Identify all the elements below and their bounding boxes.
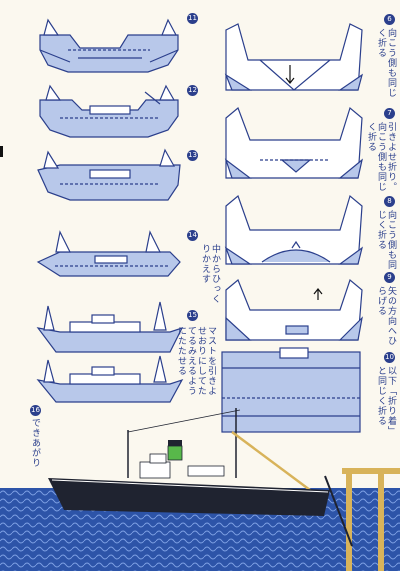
step-14-instruction: 中からひっくりかえす [200, 244, 220, 304]
step-13-diagram [37, 148, 181, 201]
step-7-diagram [224, 106, 363, 179]
ship-hull [48, 478, 330, 516]
ship-illustration [48, 408, 330, 516]
step-14-diagram [36, 230, 181, 277]
step-8-instruction: 向こう側も同じく折る [376, 210, 396, 270]
step-number-16: 16 [30, 405, 41, 416]
step-number-12: 12 [187, 85, 198, 96]
step-9-instruction: 矢の方向へひらげる [376, 286, 396, 346]
step-number-15: 15 [187, 310, 198, 321]
step-16-instruction: できあがり [30, 418, 40, 468]
step-number-8: 8 [384, 196, 395, 207]
step-number-9: 9 [384, 272, 395, 283]
step-10-instruction: 以下「折り着」と同じく折る [376, 366, 396, 436]
step-number-14: 14 [187, 230, 198, 241]
step-10-diagram [221, 347, 361, 433]
step-6-diagram [224, 23, 363, 91]
step-12-diagram [39, 84, 179, 138]
step-15-instruction: マストを引きよせおりにしてたてるみえるようにたたせる [176, 326, 216, 396]
step-number-13: 13 [187, 150, 198, 161]
step-number-11: 11 [187, 13, 198, 24]
step-7-instruction: 引きよせ折り。向こう側も同じく折る [366, 122, 396, 192]
step-16-diagram [36, 355, 184, 403]
step-number-10: 10 [384, 352, 395, 363]
step-9-diagram [225, 278, 363, 341]
ship-funnel [167, 445, 183, 461]
page-edge-mark [0, 146, 3, 157]
step-6-instruction: 向こう側も同じく折る [376, 28, 396, 98]
step-8-diagram [224, 194, 363, 265]
step-11-diagram [39, 18, 179, 73]
pier [324, 468, 400, 571]
step-number-7: 7 [384, 108, 395, 119]
step-15-diagram [36, 301, 184, 353]
step-number-6: 6 [384, 14, 395, 25]
